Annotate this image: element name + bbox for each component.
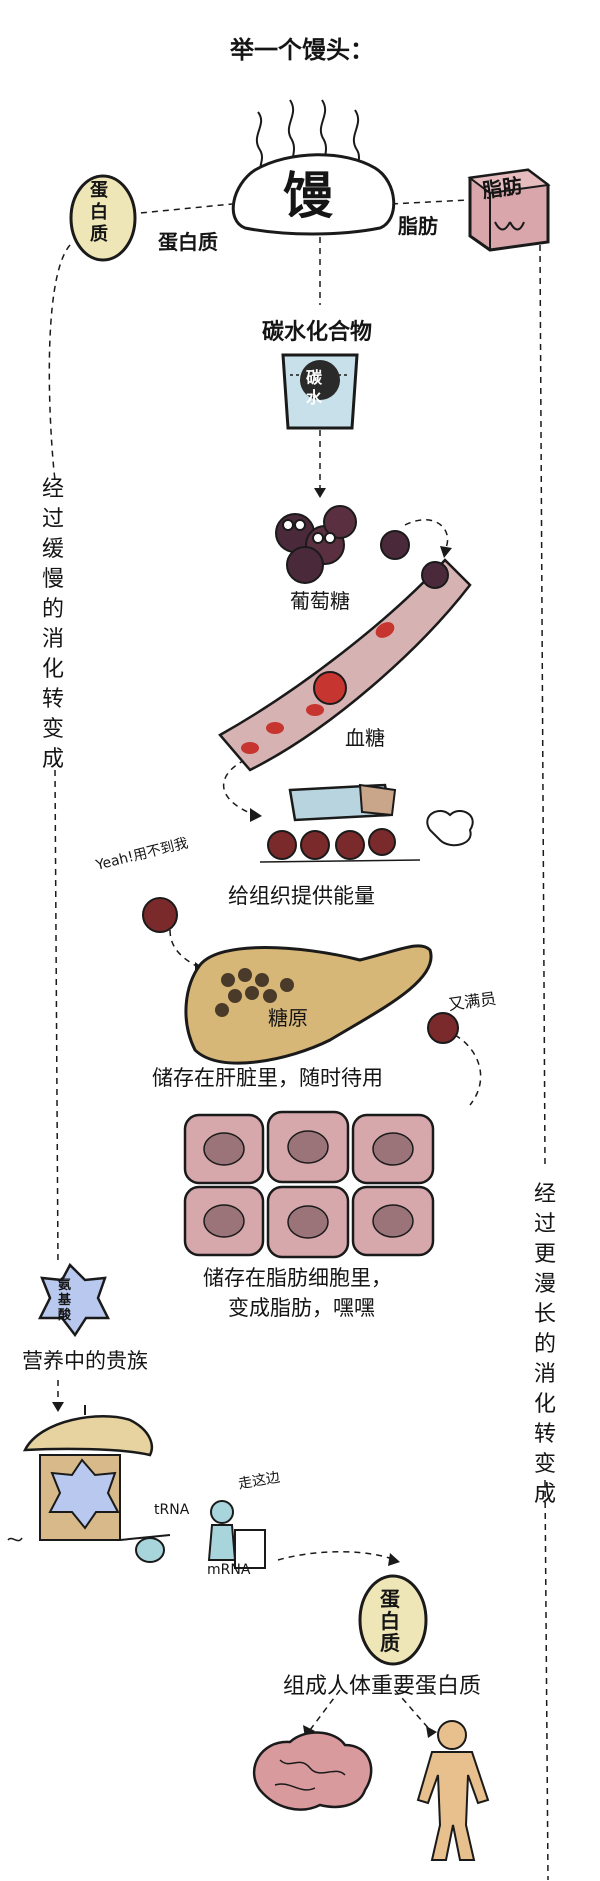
arrowhead-protein (388, 1553, 400, 1566)
amino-umbrella-scene (7, 1405, 171, 1563)
amino-label: 营养中的贵族 (22, 1349, 148, 1373)
link-reject-liver (169, 929, 201, 969)
energy-label: 给组织提供能量 (228, 884, 375, 908)
blood-sugar-label: 血糖 (345, 726, 385, 750)
liver-storage-label: 储存在肝脏里，随时待用 (152, 1066, 383, 1090)
mrna-figure (207, 1500, 266, 1569)
amino-acid-star (37, 1262, 111, 1338)
mantou-bun (231, 153, 396, 236)
carbs-cup-text: 碳水 (306, 368, 323, 407)
protein-final-label: 组成人体重要蛋白质 (283, 1674, 482, 1699)
mantou-label: 馒 (283, 167, 333, 225)
page-heading: 举一个馒头： (230, 36, 374, 64)
arrowhead-amino (52, 1402, 64, 1412)
carbs-label: 碳水化合物 (262, 320, 373, 345)
fat-storage-line2: 变成脂肪，嘿嘿 (228, 1296, 375, 1320)
protein-egg-final (358, 1574, 428, 1666)
left-path-line-top (48, 244, 71, 481)
link-mantou-protein (129, 203, 233, 215)
arrowhead-blood (440, 546, 452, 558)
liver (184, 944, 433, 1065)
left-path-label: 经过缓慢的消化转变成 (42, 477, 65, 772)
amino-badge: 氨基酸 (58, 1278, 72, 1323)
trna-label: tRNA (154, 1502, 190, 1518)
carbs-cup (281, 353, 359, 430)
protein-badge: 蛋白质 (90, 180, 108, 245)
right-path-line-top (539, 244, 546, 1166)
glycogen-label: 糖原 (268, 1006, 308, 1030)
mrna-label: mRNA (207, 1562, 251, 1578)
glucose-molecules (275, 505, 410, 584)
protein-final-badge: 蛋白质 (380, 1587, 400, 1655)
link-mrna-protein (277, 1551, 396, 1561)
link-blood-energy (222, 759, 256, 816)
arrowhead-body (426, 1726, 437, 1738)
blood-vessel (218, 558, 472, 772)
trna-figure (135, 1537, 165, 1563)
fat-badge: 脂肪 (480, 173, 524, 203)
link-protein-body (394, 1689, 431, 1731)
link-glucose-blood (404, 519, 449, 551)
rejected-glucose (142, 897, 178, 933)
human-body-icon (416, 1720, 490, 1861)
arrowhead-glucose (314, 488, 326, 498)
overflow-glucose (427, 1012, 459, 1044)
right-path-label: 经过更漫长的消化转变成 (534, 1182, 557, 1507)
link-full-fatcells (454, 1034, 482, 1106)
left-path-line-bottom (54, 769, 59, 1266)
protein-egg (69, 174, 137, 262)
fat-storage-line1: 储存在脂肪细胞里， (203, 1266, 392, 1290)
fat-cells (183, 1110, 435, 1259)
right-path-line-bottom (544, 1479, 549, 1881)
fat-label: 脂肪 (398, 214, 438, 238)
energy-cart (259, 783, 474, 863)
arrowhead-energy (250, 808, 262, 822)
protein-label: 蛋白质 (158, 230, 218, 254)
brain-icon (252, 1731, 373, 1811)
glucose-label: 葡萄糖 (290, 589, 350, 613)
link-protein-brain (309, 1689, 341, 1731)
fat-cube (467, 168, 551, 252)
